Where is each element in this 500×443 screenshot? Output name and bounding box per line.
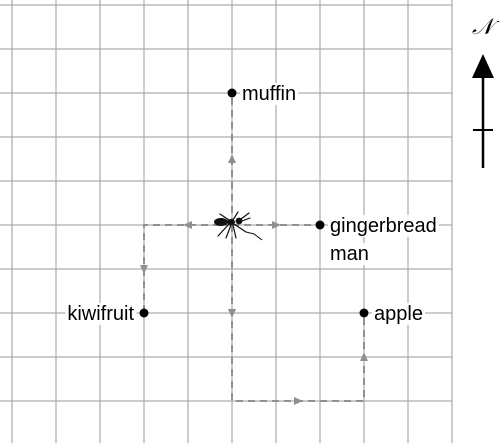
kiwifruit-label: kiwifruit xyxy=(67,303,134,325)
food-labels: muffin gingerbread man kiwifruit apple xyxy=(65,83,438,325)
path-arrow-icon xyxy=(228,154,236,163)
apple-label: apple xyxy=(374,303,423,325)
apple-point xyxy=(360,309,369,318)
gingerbread-man-label: man xyxy=(330,243,369,265)
muffin-label: muffin xyxy=(242,83,296,105)
ant-icon xyxy=(214,212,262,240)
north-label: 𝒩 xyxy=(472,14,500,39)
muffin-point xyxy=(228,89,237,98)
path-to-kiwifruit xyxy=(140,221,232,313)
gingerbread-man-label: gingerbread xyxy=(330,215,437,237)
gingerbread-man-point xyxy=(316,221,325,230)
food-points xyxy=(140,89,369,318)
path-arrow-icon xyxy=(294,397,303,405)
kiwifruit-point xyxy=(140,309,149,318)
north-arrow-icon: 𝒩 xyxy=(472,14,500,168)
